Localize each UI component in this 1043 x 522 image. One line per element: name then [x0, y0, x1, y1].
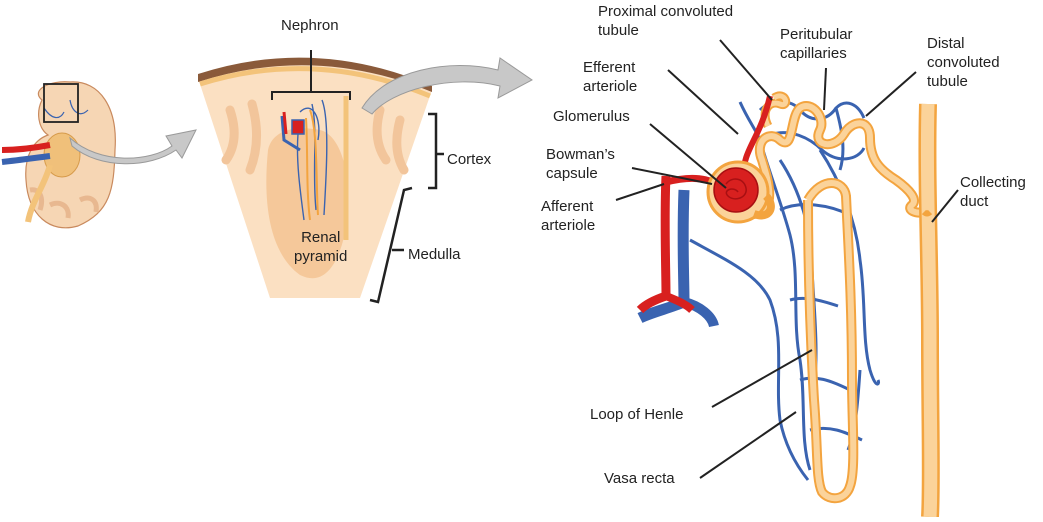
kidney-cross-section — [1, 81, 116, 229]
leader-lines — [615, 39, 959, 479]
label-collecting-duct: Collecting duct — [960, 174, 1026, 210]
zoom-box — [43, 83, 79, 123]
renal-capsule-band — [198, 57, 432, 92]
label-renal-pyramid: Renal pyramid — [294, 229, 348, 265]
tubule-system — [749, 91, 929, 504]
label-distal-convoluted-tubule: Distal convoluted tubule — [927, 35, 1000, 90]
cortex-bracket — [428, 112, 444, 190]
medulla-bracket — [369, 186, 413, 304]
label-bowmans-capsule: Bowman’s capsule — [546, 146, 615, 182]
label-peritubular-capillaries: Peritubular capillaries — [780, 26, 853, 62]
renal-vein — [1, 153, 51, 165]
label-cortex: Cortex — [447, 151, 492, 168]
ureter — [25, 164, 53, 223]
nephron-bracket — [271, 50, 351, 100]
artery-trunk — [636, 175, 671, 314]
vein-trunk — [637, 189, 690, 323]
zoom-arrow-1 — [69, 129, 197, 165]
label-proximal-convoluted-tubule: Proximal convoluted tubule — [598, 3, 734, 39]
zoom-arrow-2 — [361, 57, 533, 115]
detailed-nephron — [636, 91, 940, 518]
label-loop-of-henle: Loop of Henle — [590, 406, 684, 423]
label-medulla: Medulla — [408, 246, 461, 263]
renal-wedge — [198, 57, 432, 298]
label-afferent-arteriole: Afferent arteriole — [541, 198, 596, 234]
label-efferent-arteriole: Efferent arteriole — [583, 59, 638, 95]
label-nephron: Nephron — [281, 17, 339, 34]
label-glomerulus: Glomerulus — [553, 108, 630, 125]
renal-pyramid-shape — [266, 128, 349, 279]
renal-artery — [1, 142, 51, 153]
label-vasa-recta: Vasa recta — [604, 470, 675, 487]
